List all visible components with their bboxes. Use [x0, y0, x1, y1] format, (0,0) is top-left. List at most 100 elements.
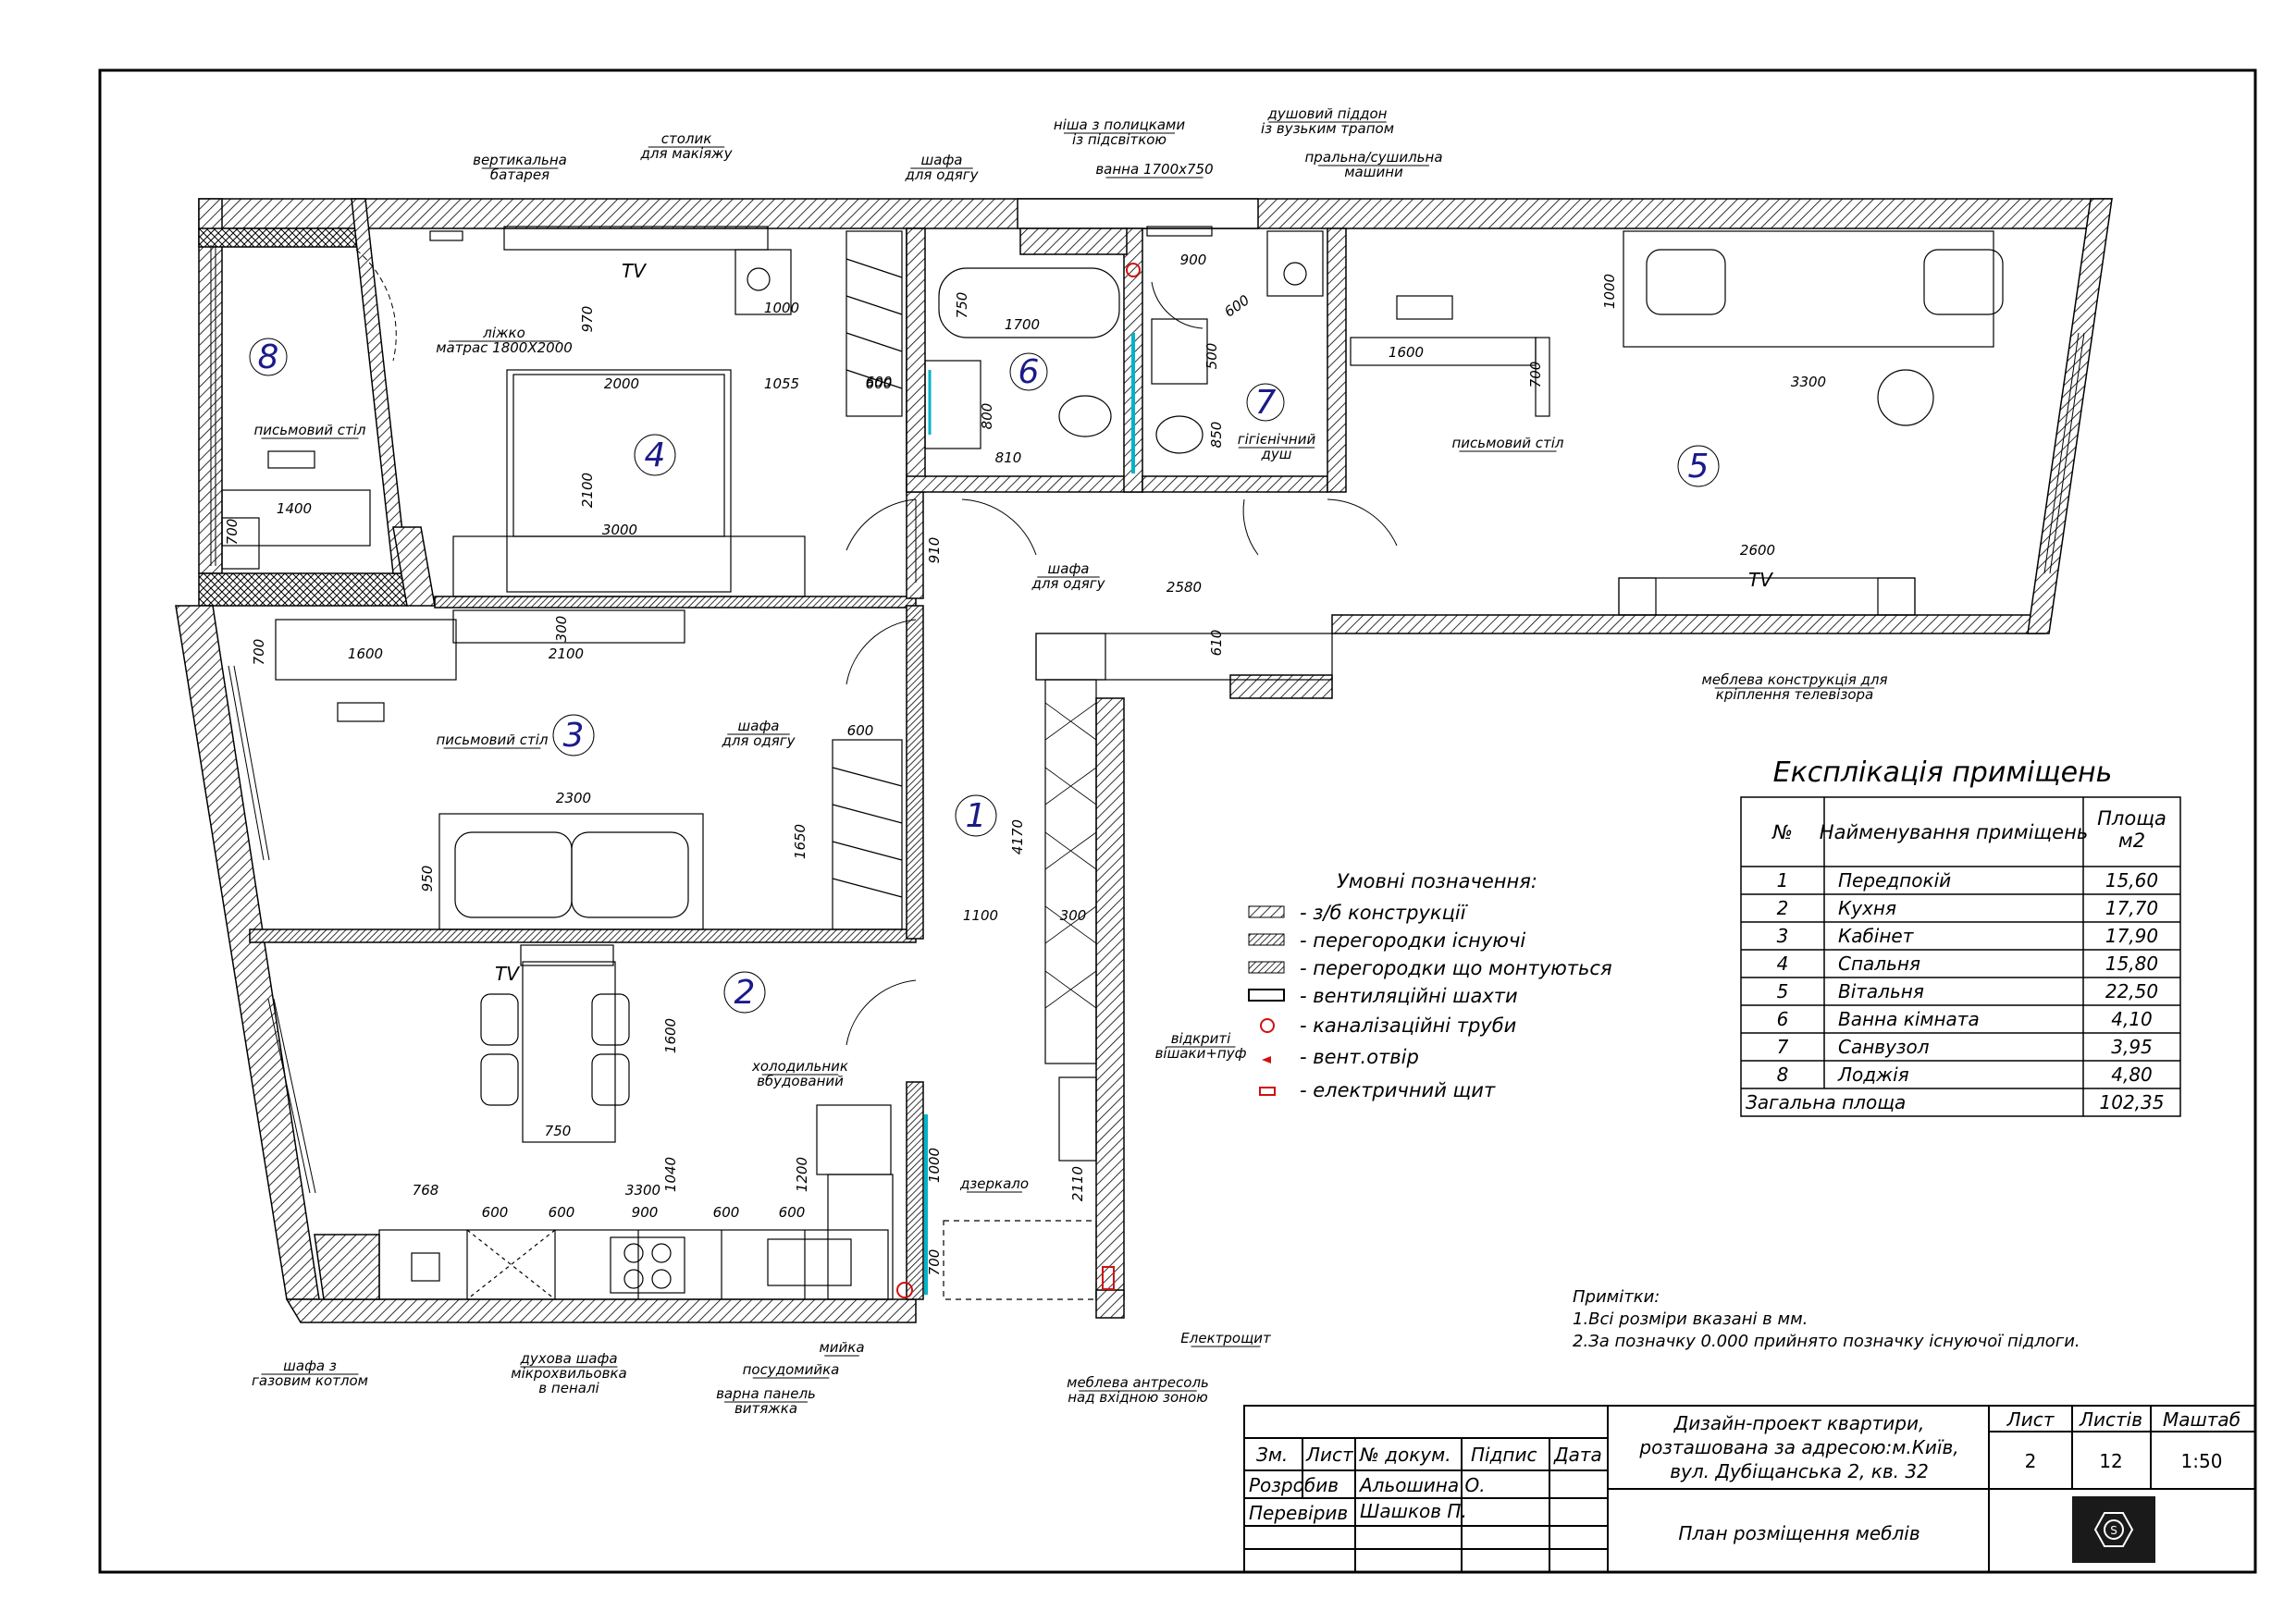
svg-text:S: S	[2110, 1524, 2117, 1537]
dimension-label: 2110	[1069, 1166, 1086, 1201]
explication-row-name: Кухня	[1838, 897, 1896, 919]
room-2: 2	[723, 971, 766, 1014]
explication-row-name: Передпокій	[1838, 869, 1951, 891]
explication-row-num: 3	[1777, 925, 1789, 947]
dimension-label: 700	[1527, 362, 1544, 388]
annotation-desk-study: письмовий стіл	[437, 732, 549, 748]
explication-header-0: №	[1771, 821, 1793, 843]
dimension-label: 910	[926, 537, 943, 564]
room-5-num: 5	[1688, 448, 1710, 486]
dimension-label: 3300	[625, 1182, 660, 1199]
room-numbers: 1 2 3 4 5 6 7 8	[249, 338, 1720, 1014]
dimension-label: 2100	[579, 473, 596, 508]
dimension-label: 600	[713, 1204, 740, 1221]
room-8: 8	[249, 338, 288, 376]
doors	[355, 249, 1398, 1046]
explication-row-num: 5	[1777, 980, 1789, 1002]
tb-sheet: 2	[2025, 1450, 2037, 1472]
room-6: 6	[1009, 352, 1048, 391]
legend-item-7: - електричний щит	[1300, 1079, 1496, 1101]
dimension-label: 1055	[764, 375, 799, 392]
dimension-label: 1400	[277, 500, 312, 517]
tb-sheets-label: Листів	[2079, 1408, 2142, 1431]
legend-item-2: - перегородки існуючі	[1300, 929, 1525, 952]
dimension-label: 1100	[963, 907, 998, 924]
dimension-label: 600	[866, 375, 893, 392]
dimension-label: 2300	[556, 790, 591, 806]
tv-label-living: TV	[1748, 569, 1773, 591]
explication-row-area: 15,80	[2105, 953, 2158, 975]
explication-row-area: 4,80	[2111, 1064, 2153, 1086]
dimension-label: 600	[847, 722, 874, 739]
tb-checked-label: Перевірив	[1249, 1502, 1348, 1524]
tb-project-3: вул. Дубіщанська 2, кв. 32	[1670, 1460, 1929, 1482]
tb-designed-name: Альошина О.	[1358, 1474, 1486, 1496]
explication-row-num: 1	[1777, 869, 1789, 891]
explication-row-name: Вітальня	[1838, 980, 1924, 1002]
company-logo: S	[2072, 1496, 2155, 1563]
notes-line-1: 1.Всі розміри вказані в мм.	[1573, 1309, 1808, 1329]
room-4-num: 4	[645, 436, 666, 474]
room-6-num: 6	[1018, 353, 1040, 391]
drawing-frame	[98, 68, 2257, 1574]
dimension-label: 600	[866, 374, 893, 390]
dimension-label: 1200	[794, 1157, 810, 1192]
dimension-label: 900	[1180, 252, 1207, 268]
explication-row-name: Ванна кімната	[1838, 1008, 1980, 1030]
dimension-label: 700	[926, 1249, 943, 1276]
explication-row-area: 22,50	[2105, 980, 2158, 1002]
dimension-label: 300	[553, 616, 570, 643]
dimension-label: 600	[549, 1204, 575, 1221]
explication-row-num: 2	[1777, 897, 1789, 919]
dimension-label: 2580	[1167, 579, 1202, 596]
explication-total-label: Загальна площа	[1746, 1091, 1906, 1113]
dimension-label: 1000	[926, 1148, 943, 1183]
explication-row-num: 7	[1777, 1036, 1789, 1058]
explication-row-name: Спальня	[1838, 953, 1920, 975]
legend-item-4: - вентиляційні шахти	[1300, 985, 1518, 1007]
explication-row-name: Лоджія	[1837, 1064, 1909, 1086]
dimension-label: 600	[1221, 291, 1253, 320]
legend-swatch-existing	[1248, 933, 1285, 946]
dimension-label: 610	[1208, 630, 1225, 657]
tb-col-sign: Підпис	[1471, 1444, 1537, 1466]
explication-row-area: 17,90	[2105, 925, 2158, 947]
explication-row-name: Кабінет	[1838, 925, 1915, 947]
room-2-num: 2	[734, 974, 756, 1012]
room-3-num: 3	[563, 717, 585, 755]
dimension-label: 1000	[764, 300, 799, 316]
furniture	[221, 226, 2004, 1300]
dimension-label: 950	[419, 866, 436, 892]
dimension-label: 1600	[348, 646, 383, 662]
notes: Примітки: 1.Всі розміри вказані в мм. 2.…	[1573, 1287, 2080, 1351]
tb-col-zm: Зм.	[1256, 1444, 1288, 1466]
annotation-desk-loggia: письмовий стіл	[254, 422, 366, 438]
tv-label-bedroom: TV	[622, 260, 647, 282]
legend-title: Умовні позначення:	[1337, 870, 1537, 892]
room-1-num: 1	[966, 797, 987, 835]
dimension-label: 1650	[792, 824, 809, 859]
dimension-label: 1600	[662, 1018, 679, 1053]
explication-total-value: 102,35	[2100, 1091, 2165, 1113]
title-block	[1243, 1405, 2256, 1573]
walls	[175, 198, 2113, 1323]
dimension-label: 300	[1060, 907, 1087, 924]
tb-sheets: 12	[2099, 1450, 2122, 1472]
legend: Умовні позначення: - з/б конструкції - п…	[1248, 870, 1612, 1101]
legend-swatch-concrete	[1248, 905, 1285, 918]
